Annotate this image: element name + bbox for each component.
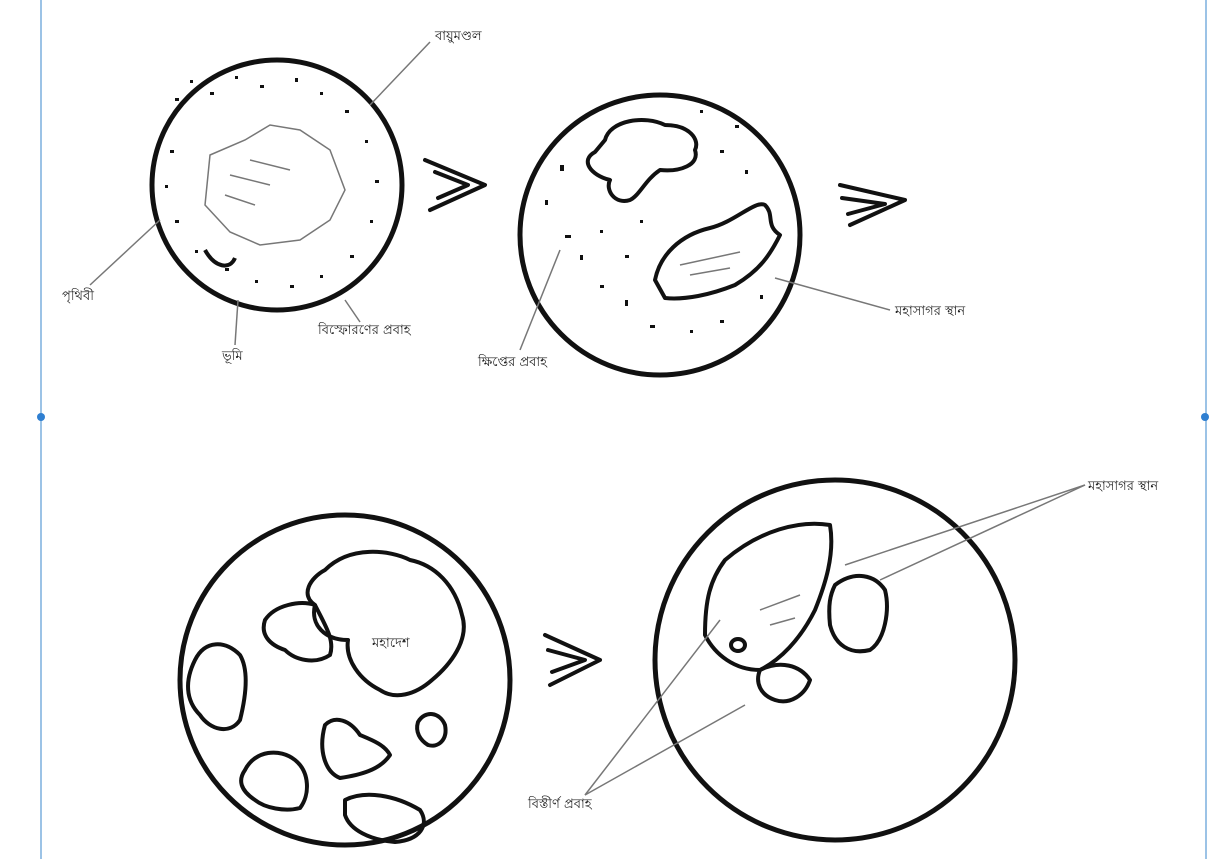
label-bottom: ভূমি — [221, 348, 243, 364]
stage-2-streaks — [680, 252, 740, 275]
stage-3-circle: মহাদেশ — [180, 515, 510, 845]
stage-2-continent-b — [655, 204, 780, 298]
leader-bottom-a — [585, 620, 720, 795]
stage-1-streaks — [225, 160, 290, 205]
stage-3-continent-bottom — [345, 795, 424, 842]
stage-3-continent-lower-left — [241, 753, 307, 810]
stage-4-outline — [655, 480, 1015, 840]
leader-left — [90, 220, 160, 285]
label-ocean: মহাসাগর স্থান — [1087, 479, 1158, 494]
stage-1-circle — [152, 60, 402, 310]
stage-1-outline — [152, 60, 402, 310]
stage-4-streaks — [760, 595, 800, 625]
stage-4-continent-island — [829, 576, 887, 651]
label-continent: মহাদেশ — [371, 636, 410, 651]
stage-3-outline — [180, 515, 510, 845]
leader-top — [370, 42, 430, 105]
stage-2-circle — [520, 95, 800, 375]
arrow-2 — [840, 185, 905, 225]
stage-1-dots — [165, 76, 379, 288]
stage-4-continent-main — [705, 524, 831, 670]
stage-3-continent-large — [308, 552, 464, 695]
label-left: পৃথিবী — [62, 288, 94, 304]
label-top-right: বায়ুমণ্ডল — [434, 29, 482, 44]
stage-2-outline — [520, 95, 800, 375]
arrow-1 — [425, 160, 485, 210]
stage-3-continent-lower-mid — [322, 720, 390, 778]
stage-3-continent-left — [188, 644, 246, 729]
leader-ocean-a — [845, 485, 1085, 565]
arrow-3 — [545, 635, 600, 685]
stage-4-circle — [655, 480, 1015, 840]
leader-lake — [775, 278, 890, 310]
leader-bottom — [235, 300, 238, 345]
stage-1-worm — [205, 250, 235, 266]
stage-4-continent-tail — [758, 665, 810, 702]
label-bottom-left: বিস্তীর্ণ প্রবাহ — [527, 796, 593, 812]
stage-4-lake-dot — [731, 639, 745, 651]
label-stream: ক্ষিপ্তের প্রবাহ — [477, 354, 548, 370]
label-lake: মহাসাগর স্থান — [894, 304, 965, 319]
leader-stream — [520, 250, 560, 350]
label-shell: বিস্ফোরণের প্রবাহ — [317, 322, 412, 338]
leader-shell — [345, 300, 360, 322]
stage-1-inner-zone — [205, 125, 345, 245]
stage-3-continent-small — [417, 714, 445, 746]
stage-2-continent-a — [588, 120, 696, 201]
